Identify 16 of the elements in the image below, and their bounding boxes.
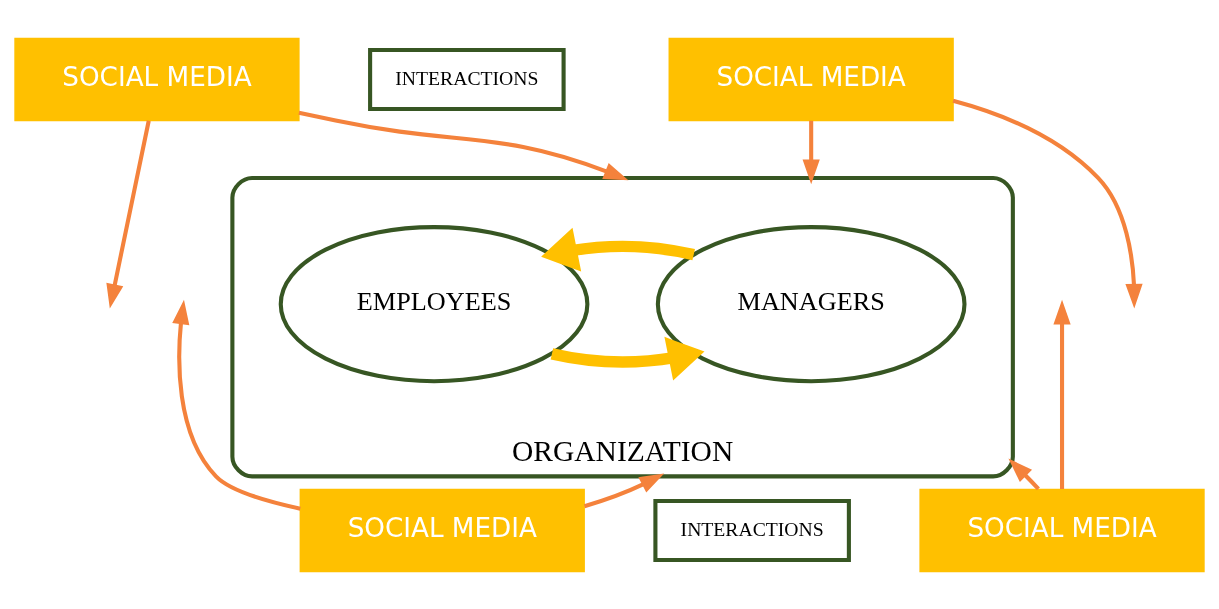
arrow [802,120,820,184]
arrow [952,98,1143,308]
arrow [550,336,705,381]
arrow [583,473,665,508]
arrow [541,227,695,271]
node-box: SOCIAL MEDIA [299,488,585,572]
node-box: SOCIAL MEDIA [668,37,954,121]
arrow [298,110,629,180]
node-box: SOCIAL MEDIA [919,488,1205,572]
node-box: INTERACTIONS [368,47,566,111]
node-box: SOCIAL MEDIA [14,37,300,121]
arrow [1053,299,1071,489]
arrow [106,119,151,309]
arrow [1008,458,1040,490]
arrow [172,299,301,511]
node-box: INTERACTIONS [653,498,851,562]
